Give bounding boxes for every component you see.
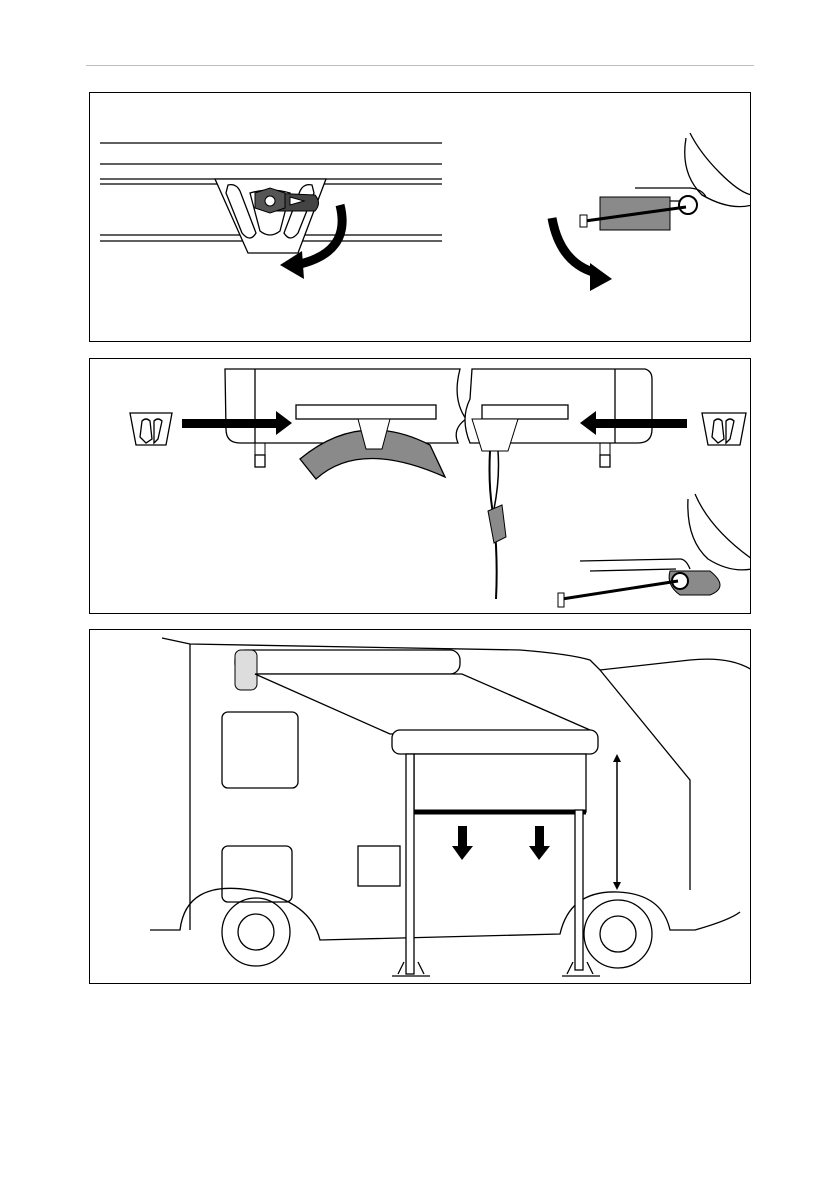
header-rule [86, 65, 754, 66]
double-arrow-icon [613, 754, 621, 890]
illustration-panel-3 [89, 629, 751, 984]
curved-arrow-icon [552, 218, 596, 273]
down-arrow-icon [529, 826, 550, 860]
down-arrow-icon [452, 826, 473, 860]
awning-extend-illustration [90, 630, 751, 984]
illustration-panel-2 [89, 358, 751, 614]
bracket-loosen-illustration [90, 93, 751, 342]
strap-mount-illustration [90, 359, 751, 614]
illustration-panel-1 [89, 92, 751, 342]
